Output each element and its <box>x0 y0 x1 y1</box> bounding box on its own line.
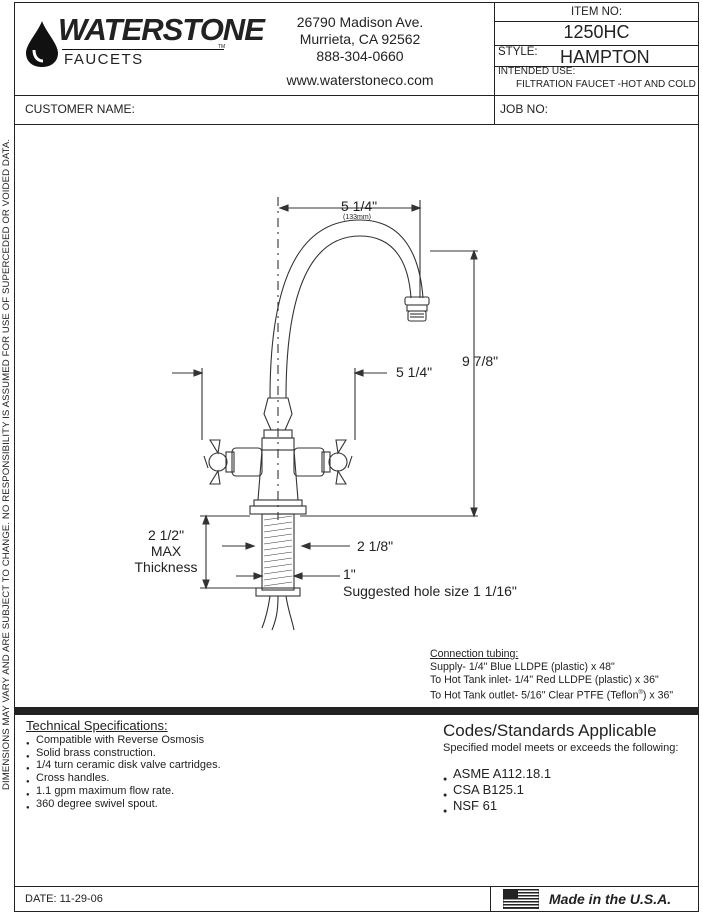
spec-item: 1.1 gpm maximum flow rate. <box>26 785 221 802</box>
tubing-line-2: To Hot Tank inlet- 1/4" Red LLDPE (plast… <box>430 674 659 686</box>
mounting-nut <box>255 587 301 597</box>
sheet-frame <box>14 2 699 912</box>
tube-1 <box>261 595 271 629</box>
footer-split <box>490 886 491 912</box>
dim-thickness-label: 2 1/2" MAX Thickness <box>134 527 198 575</box>
brand-name: WATERSTONE <box>58 12 265 47</box>
item-label: ITEM NO: <box>570 6 623 18</box>
customer-name-label: CUSTOMER NAME: <box>25 102 135 116</box>
address-phone: 888-304-0660 <box>316 48 404 64</box>
threaded-shank <box>261 513 295 591</box>
brand-tm: TM <box>218 44 226 50</box>
spout-tip <box>404 296 430 306</box>
codes-subtitle: Specified model meets or exceeds the fol… <box>443 742 679 754</box>
water-drop-icon <box>26 21 58 67</box>
header-divider <box>14 95 699 96</box>
company-address: 26790 Madison Ave. Murrieta, CA 92562 88… <box>250 14 470 89</box>
address-street: 26790 Madison Ave. <box>296 14 424 30</box>
item-row-line-1 <box>494 21 699 22</box>
section-bar <box>14 707 699 715</box>
tube-3 <box>285 595 295 631</box>
spec-item: Solid brass construction. <box>26 747 221 764</box>
dim-spread-label: 5 1/4" <box>396 364 433 380</box>
codes-title: Codes/Standards Applicable <box>443 721 657 740</box>
dim-height-label: 9 7/8" <box>462 353 499 369</box>
right-handle <box>328 452 348 472</box>
spec-item: 1/4 turn ceramic disk valve cartridges. <box>26 759 221 776</box>
item-row-line-3 <box>494 66 699 67</box>
dim-reach-mm: (133mm) <box>343 214 372 221</box>
item-number: 1250HC <box>563 22 630 42</box>
customer-divider <box>14 124 699 125</box>
brand-underline <box>62 49 224 50</box>
brand-logo: WATERSTONE TM FAUCETS <box>24 12 265 70</box>
intended-use-value: FILTRATION FAUCET -HOT AND COLD <box>516 79 696 90</box>
connection-tubing: Connection tubing: Supply- 1/4" Blue LLD… <box>430 648 673 703</box>
left-handle <box>208 452 228 472</box>
style-label: STYLE: <box>498 46 538 58</box>
us-flag-icon <box>503 889 539 909</box>
codes-standards: Codes/Standards Applicable Specified mod… <box>443 721 679 820</box>
address-web[interactable]: www.waterstoneco.com <box>286 72 434 88</box>
tube-2 <box>271 595 279 631</box>
job-number-label: JOB NO: <box>500 102 549 116</box>
spec-item: Compatible with Reverse Osmosis <box>26 734 221 751</box>
tubing-title: Connection tubing: <box>430 648 519 660</box>
tubing-line-3: To Hot Tank outlet- 5/16" Clear PTFE (Te… <box>430 689 674 702</box>
spec-item: 360 degree swivel spout. <box>26 798 221 815</box>
technical-specifications: Technical Specifications: Compatible wit… <box>26 718 221 815</box>
right-valve <box>293 447 325 477</box>
spout-inner <box>285 235 412 399</box>
dim-reach-label: 5 1/4" <box>341 198 378 214</box>
dim-base-label: 2 1/8" <box>357 538 394 554</box>
tubing-line-1: Supply- 1/4" Blue LLDPE (plastic) x 48" <box>430 661 615 673</box>
style-value: HAMPTON <box>560 47 650 67</box>
address-city: Murrieta, CA 92562 <box>299 31 421 47</box>
intended-use-label: INTENDED USE: <box>498 66 576 77</box>
spec-item: Cross handles. <box>26 772 221 789</box>
made-in-usa: Made in the U.S.A. <box>549 891 672 907</box>
footer-divider <box>14 886 699 887</box>
brand-sub: FAUCETS <box>64 51 144 68</box>
spout-outer <box>269 219 424 399</box>
date-label: DATE: 11-29-06 <box>25 893 103 905</box>
left-valve <box>231 447 263 477</box>
code-item: CSA B125.1 <box>443 782 678 804</box>
code-item: ASME A112.18.1 <box>443 766 678 788</box>
item-box-divider <box>494 2 495 124</box>
code-item: NSF 61 <box>443 798 678 820</box>
hole-size-note: Suggested hole size 1 1/16" <box>343 583 517 599</box>
dim-shank-label: 1" <box>343 566 356 582</box>
item-row-line-2 <box>494 45 699 46</box>
specs-title: Technical Specifications: <box>26 718 168 733</box>
